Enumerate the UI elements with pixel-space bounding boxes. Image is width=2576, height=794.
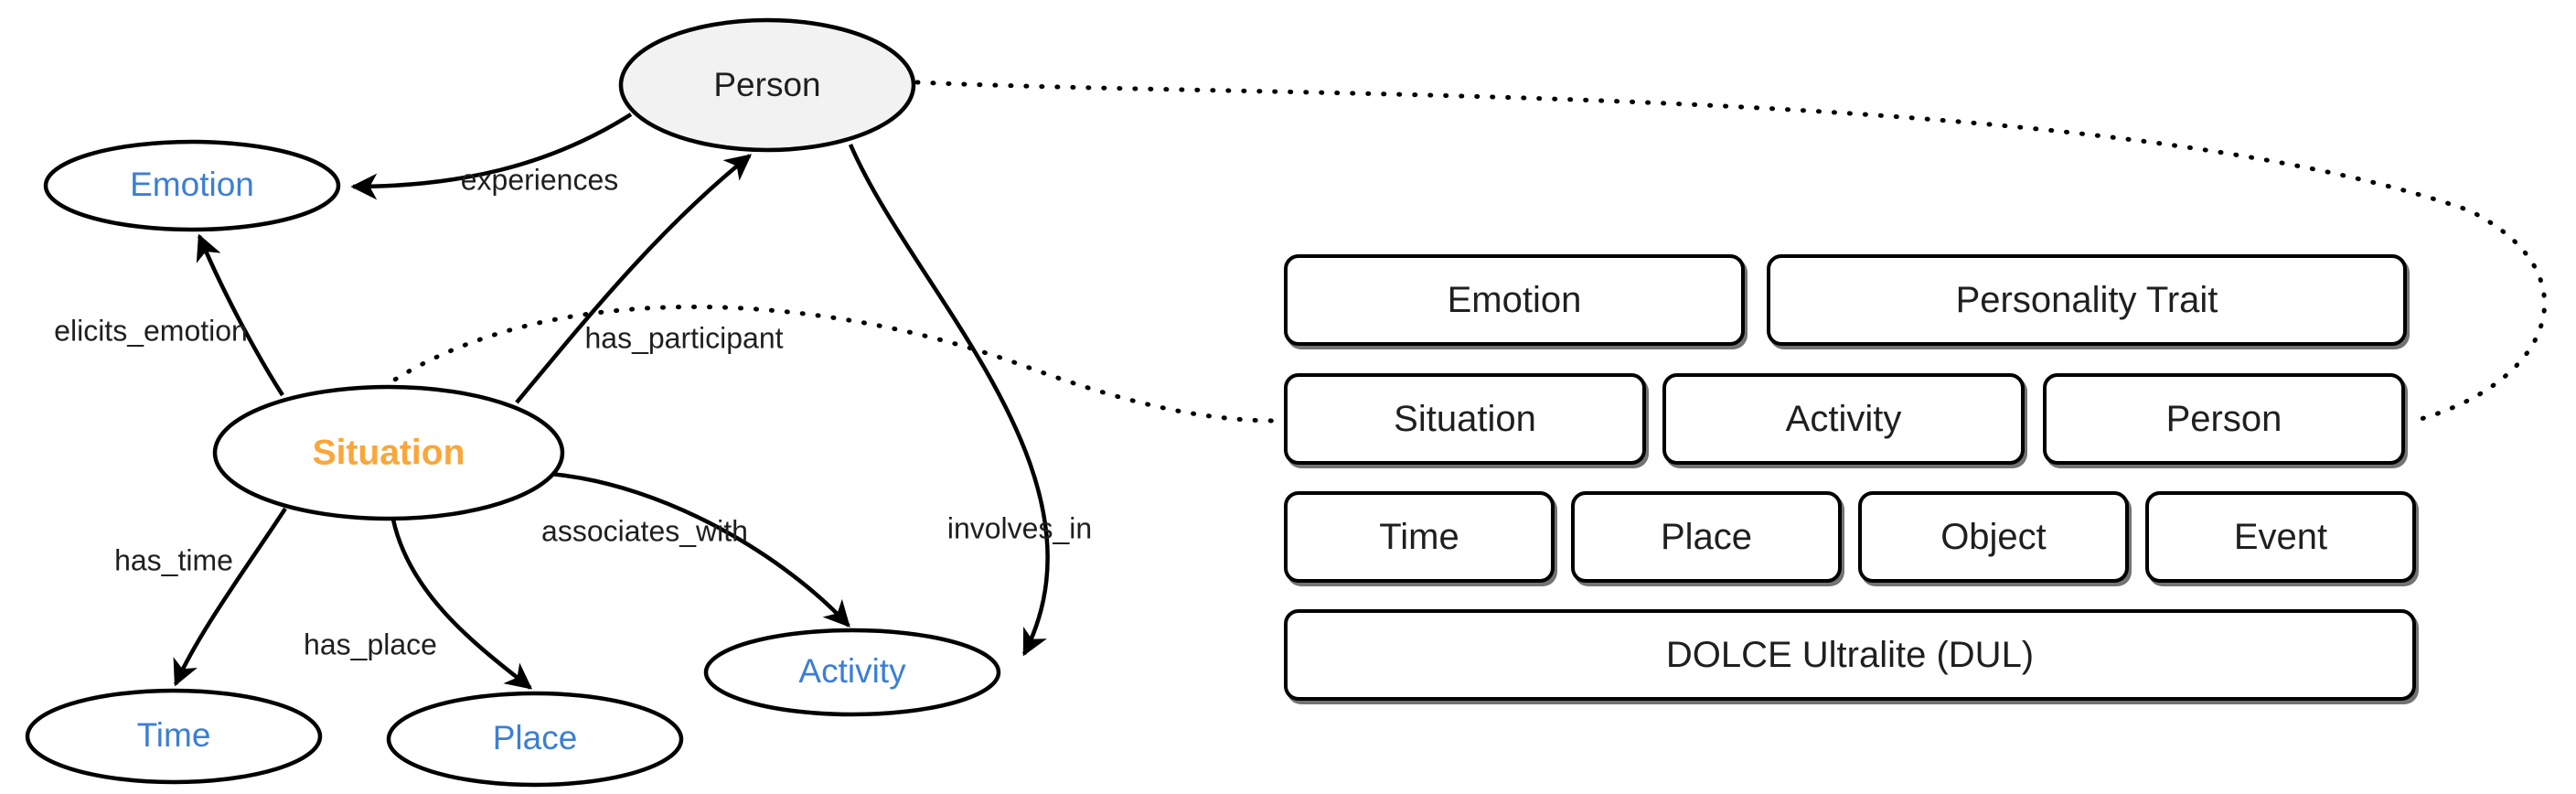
stack-box-event-label: Event: [2233, 517, 2328, 557]
edge-has-time: has_time: [114, 507, 287, 687]
edge-has-time-label: has_time: [114, 543, 233, 576]
edge-associates-with-label: associates_with: [541, 514, 748, 547]
stack-box-person-label: Person: [2165, 399, 2282, 439]
node-situation[interactable]: Situation: [212, 384, 565, 521]
node-place-label: Place: [493, 719, 578, 756]
stack-box-situation-label: Situation: [1394, 399, 1536, 439]
edge-associates-with: associates_with: [541, 471, 850, 628]
stack-box-object[interactable]: Object: [1858, 491, 2129, 583]
node-time-label: Time: [137, 716, 211, 754]
node-emotion[interactable]: Emotion: [43, 139, 341, 232]
edge-involves-in-label: involves_in: [947, 511, 1092, 544]
stack-box-situation[interactable]: Situation: [1284, 373, 1646, 465]
dotted-link-person: [914, 80, 2548, 424]
edge-has-participant-path: [515, 154, 753, 404]
stack-box-dolce-ultralite-label: DOLCE Ultralite (DUL): [1665, 635, 2035, 675]
stack-box-place-label: Place: [1660, 517, 1753, 557]
stack-box-emotion-label: Emotion: [1447, 280, 1582, 320]
node-person[interactable]: Person: [618, 17, 916, 153]
node-emotion-shape[interactable]: [43, 139, 341, 232]
node-time[interactable]: Time: [25, 688, 323, 785]
edge-has-participant: has_participant: [515, 154, 784, 404]
node-situation-shape[interactable]: [212, 384, 565, 521]
node-activity-shape[interactable]: [703, 628, 1001, 717]
edge-experiences-label: experiences: [461, 163, 619, 196]
edge-associates-with-path: [550, 471, 850, 628]
edge-has-place-path: [390, 519, 533, 690]
stack-box-time[interactable]: Time: [1284, 491, 1555, 583]
stack-box-personality-trait[interactable]: Personality Trait: [1767, 254, 2407, 346]
stack-box-personality-trait-label: Personality Trait: [1955, 280, 2218, 320]
edge-has-place-label: has_place: [304, 628, 437, 660]
stack-box-activity-label: Activity: [1785, 399, 1902, 439]
node-place[interactable]: Place: [386, 691, 684, 788]
stack-box-time-label: Time: [1379, 517, 1459, 557]
edge-has-participant-label: has_participant: [584, 321, 783, 354]
stack-box-place[interactable]: Place: [1571, 491, 1842, 583]
node-place-shape[interactable]: [386, 691, 684, 788]
edge-elicits-emotion: elicits_emotion: [54, 233, 284, 397]
stack-box-person[interactable]: Person: [2043, 373, 2405, 465]
edge-has-place: has_place: [304, 519, 533, 690]
stack-box-activity[interactable]: Activity: [1662, 373, 2025, 465]
edge-elicits-emotion-path: [196, 233, 284, 397]
edge-experiences-path: [350, 113, 633, 200]
node-emotion-label: Emotion: [130, 166, 254, 203]
node-activity-label: Activity: [798, 652, 906, 690]
node-activity[interactable]: Activity: [703, 628, 1001, 717]
edge-involves-in-path: [848, 144, 1050, 657]
edge-involves-in: involves_in: [848, 144, 1092, 657]
dotted-link-situation: [379, 305, 1281, 424]
stack-box-emotion[interactable]: Emotion: [1284, 254, 1745, 346]
node-person-shape[interactable]: [618, 17, 916, 153]
node-person-label: Person: [713, 66, 820, 103]
stack-box-dolce-ultralite[interactable]: DOLCE Ultralite (DUL): [1284, 609, 2416, 701]
node-situation-label: Situation: [313, 433, 465, 472]
edge-experiences: experiences: [350, 113, 633, 200]
stack-box-object-label: Object: [1940, 517, 2047, 557]
node-time-shape[interactable]: [25, 688, 323, 785]
edge-elicits-emotion-label: elicits_emotion: [54, 314, 248, 347]
edge-has-time-path: [173, 507, 287, 687]
stack-box-event[interactable]: Event: [2145, 491, 2416, 583]
